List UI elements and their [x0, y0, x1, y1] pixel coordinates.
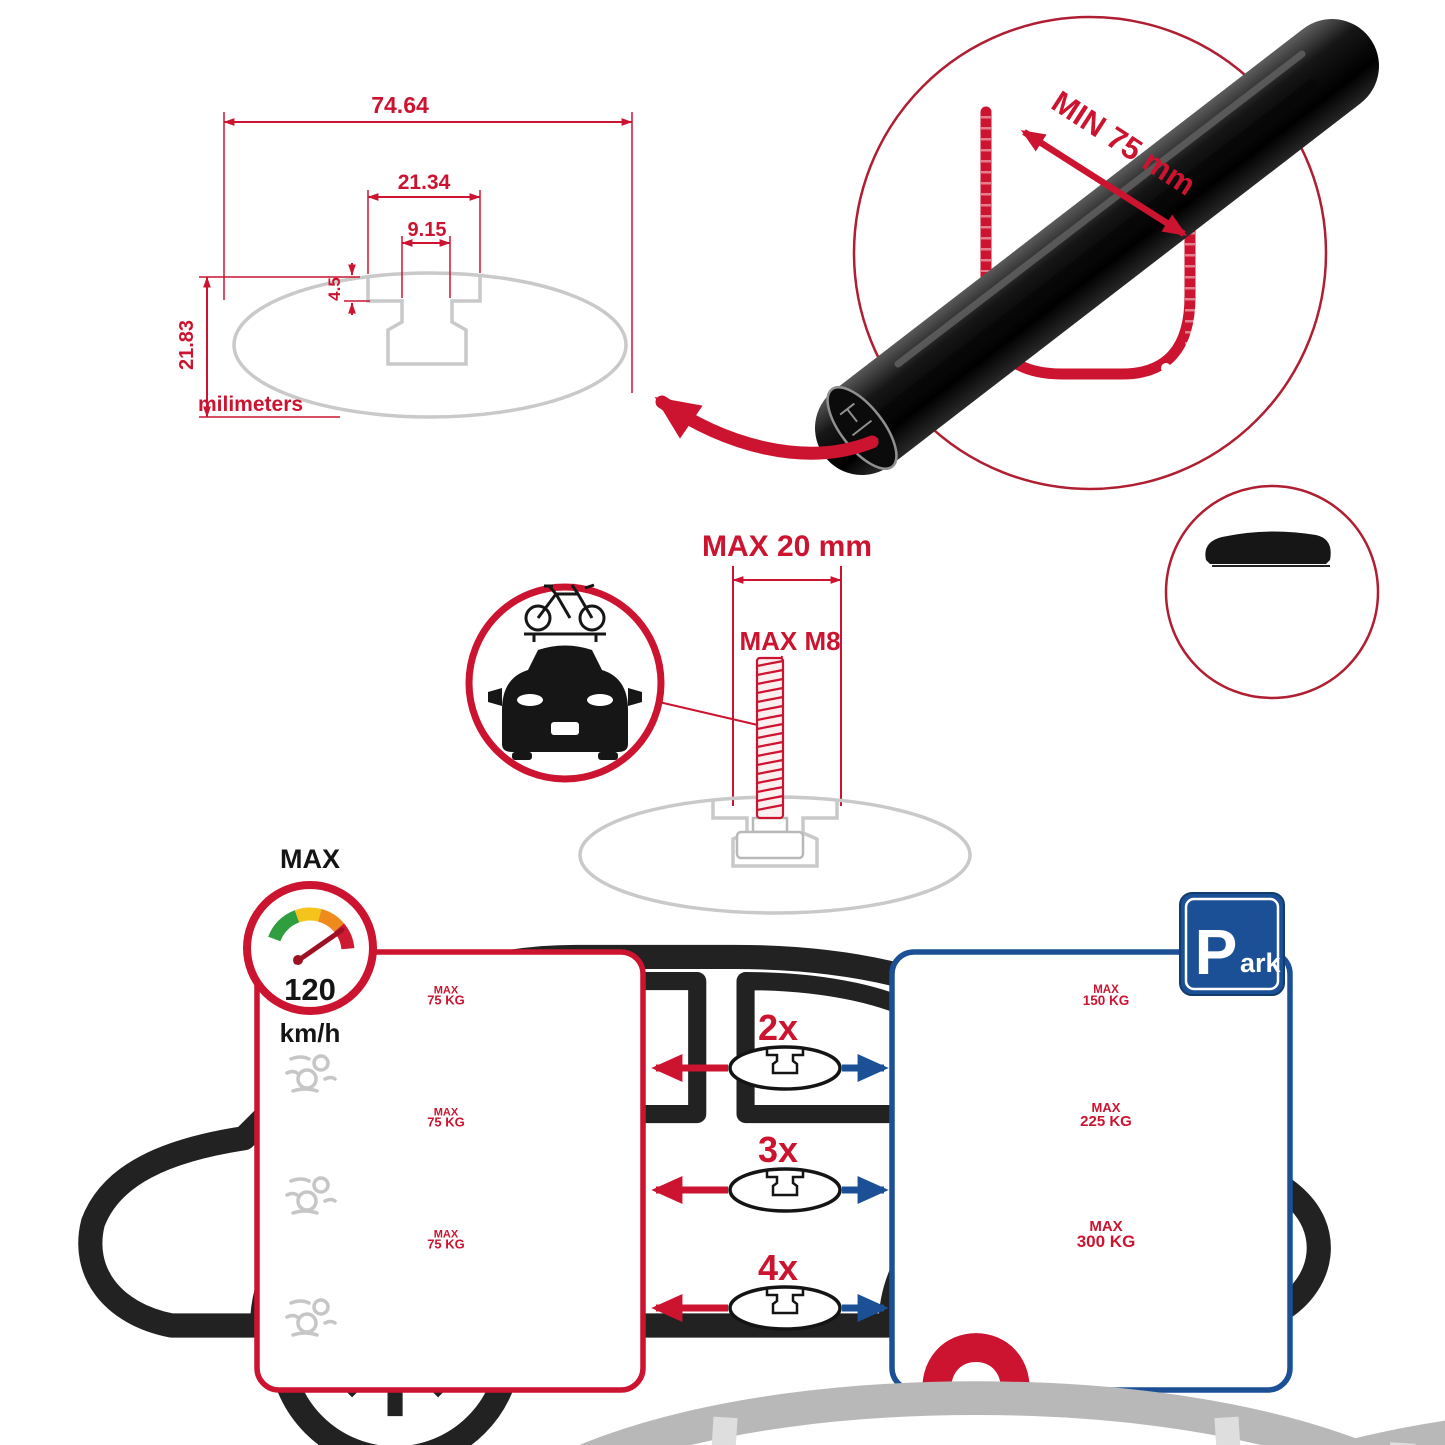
car-front-icon — [488, 645, 642, 760]
speed-value: 120 — [284, 972, 336, 1007]
parked-cars: MAX 150 KG MAX 225 KG MAX 300 KG — [1077, 984, 1445, 1445]
crossbar-dimension-drawing: 74.64 21.34 9.15 4.5 21.83 milimeters — [176, 92, 633, 419]
t-slot-profile — [366, 276, 482, 366]
speedometer-needle — [293, 927, 345, 965]
bolt-max-thread-label: MAX M8 — [739, 626, 840, 656]
right-load-line2: 300 KG — [1077, 1232, 1136, 1251]
bike-icon — [524, 583, 606, 642]
t-slot-profile-2 — [711, 800, 839, 868]
moving-load-panel — [254, 949, 646, 1393]
dim-total-width-label: 74.64 — [371, 92, 429, 118]
left-load-line1: MAX — [434, 985, 459, 997]
parked-load-panel — [889, 949, 1293, 1393]
crossbar-ellipse-outline — [232, 271, 628, 419]
pointer-arrow-to-drawing — [654, 395, 879, 460]
hook-detail-dot — [1161, 363, 1171, 373]
left-load-line1: MAX — [434, 1229, 459, 1241]
threaded-bolt-icon — [735, 656, 805, 860]
crossbar-section-icon — [728, 1045, 842, 1091]
roofbox-car-inset — [90, 484, 1380, 1445]
parking-sign-icon: P ark — [1179, 892, 1285, 996]
bolt-diagram: MAX 20 mm MAX M8 — [578, 530, 972, 915]
parking-suffix: ark — [1240, 948, 1282, 978]
dim-slot-width-label: 21.34 — [398, 171, 451, 194]
min-clearance-arrow — [1020, 129, 1188, 237]
dim-total-height-label: 21.83 — [176, 320, 198, 370]
roofbox-icon — [1205, 531, 1331, 564]
multiplier-label: 2x — [758, 1007, 798, 1048]
bike-car-inset — [465, 583, 665, 783]
speed-limit-badge: MAX 120 km/h — [243, 844, 377, 1048]
moving-cars: MAX 75 KG MAX 75 KG MAX 75 KG — [285, 985, 1445, 1445]
crossbar-icon — [815, 19, 1379, 475]
left-load-line2: 75 KG — [427, 1115, 465, 1130]
right-load-line1: MAX — [1093, 984, 1119, 996]
bolt-max-length-label: MAX 20 mm — [702, 530, 872, 563]
left-load-line2: 75 KG — [427, 993, 465, 1008]
right-load-line1: MAX — [1089, 1218, 1122, 1235]
dimension-lines — [199, 112, 633, 418]
speedometer-icon — [243, 881, 377, 1015]
speedometer-hub — [293, 955, 303, 965]
suv-inset-circle — [1164, 484, 1380, 700]
speedometer-gauge — [268, 907, 355, 950]
left-load-line1: MAX — [434, 1107, 459, 1119]
multiplier-label: 3x — [758, 1129, 798, 1170]
crossbar-section-icon — [728, 1167, 842, 1213]
right-load-line2: 150 KG — [1083, 993, 1130, 1008]
left-load-line2: 75 KG — [427, 1237, 465, 1252]
dim-unit-label: milimeters — [198, 393, 303, 416]
multiplier-label: 4x — [758, 1247, 798, 1288]
speed-max-label: MAX — [280, 844, 340, 874]
speed-unit: km/h — [280, 1018, 341, 1048]
dim-inner-width-label: 9.15 — [408, 219, 447, 241]
right-load-line2: 225 KG — [1080, 1113, 1132, 1130]
multiplier-rows: 2x 3x 4x — [651, 1007, 889, 1331]
crossbar-section-icon — [728, 1285, 842, 1331]
dim-lip-height-label: 4.5 — [325, 277, 344, 301]
bolt-dimension-lines — [658, 566, 842, 806]
right-load-line1: MAX — [1092, 1100, 1121, 1115]
crossbar-photo-inset: MIN 75 mm — [654, 15, 1379, 491]
parking-letter: P — [1195, 916, 1238, 988]
